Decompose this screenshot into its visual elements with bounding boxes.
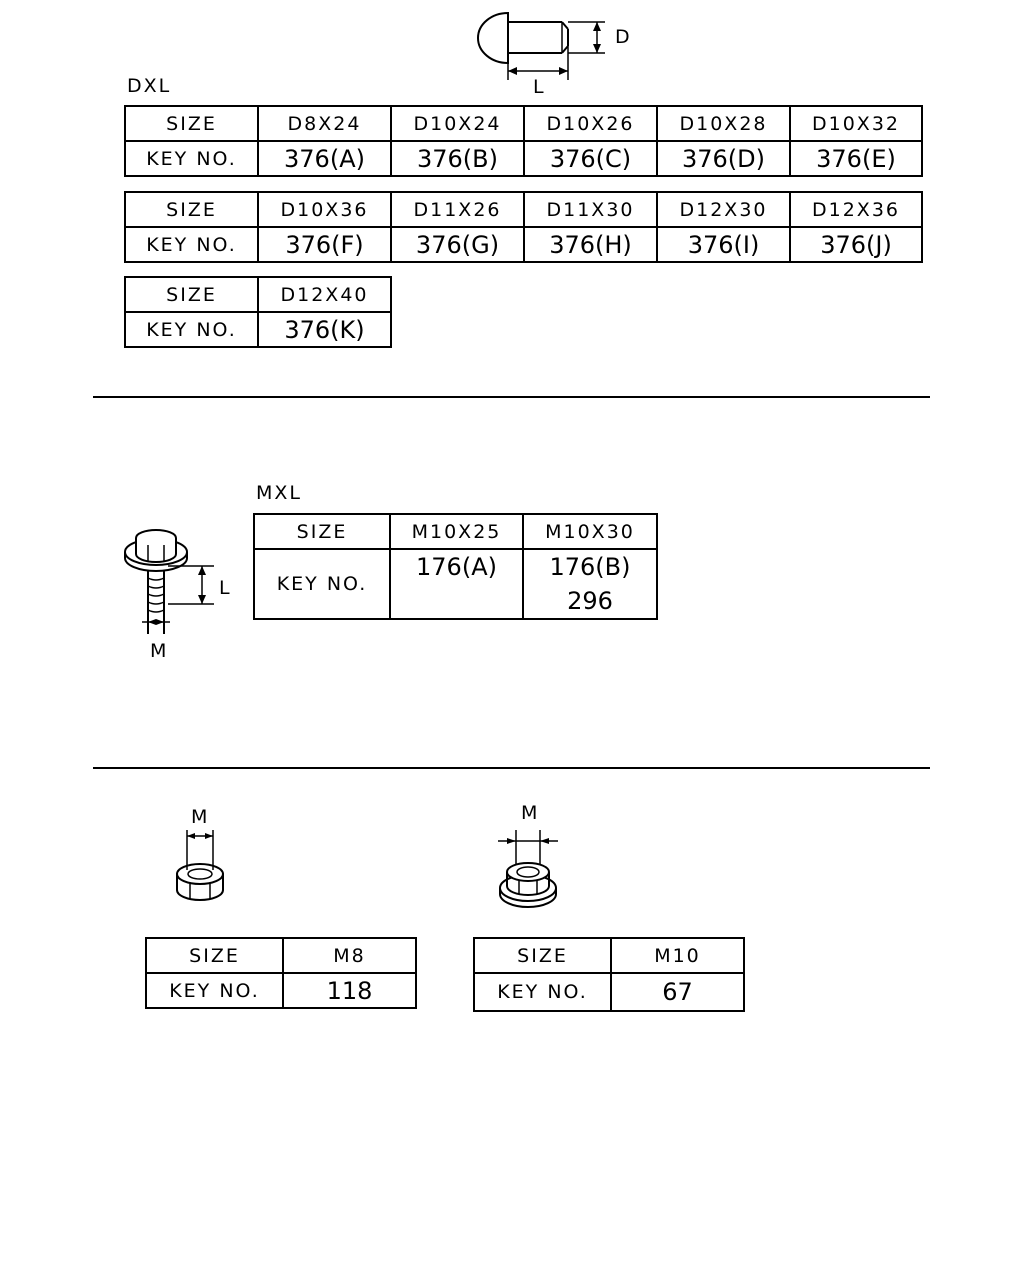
key-row-label: KEY NO. — [124, 226, 259, 263]
section-divider — [93, 396, 930, 398]
size-cell: D11X26 — [390, 191, 525, 228]
nut-m8-dim-m-label: M — [191, 806, 210, 828]
size-cell: D8X24 — [257, 105, 392, 142]
key-row-label: KEY NO. — [124, 140, 259, 177]
key-cell: 376(C) — [523, 140, 658, 177]
bolt-dim-m-label: M — [150, 640, 169, 662]
dxl-table-3: SIZE D12X40 KEY NO. 376(K) — [124, 276, 392, 348]
key-row-label: KEY NO. — [253, 548, 391, 620]
key-value: 176(B) — [549, 553, 631, 581]
key-cell: 67 — [610, 972, 745, 1012]
size-cell: D11X30 — [523, 191, 658, 228]
hex-nut-drawing — [176, 830, 224, 901]
pin-dim-d-label: D — [615, 26, 632, 48]
key-cell: 176(A) — [389, 548, 524, 620]
mxl-table: SIZE M10X25 M10X30 KEY NO. 176(A) 176(B)… — [253, 513, 658, 620]
size-cell: D12X40 — [257, 276, 392, 313]
nut-m10-dim-m-label: M — [521, 802, 540, 824]
key-value: 176(A) — [416, 553, 497, 581]
dxl-table-2: SIZE D10X36 D11X26 D11X30 D12X30 D12X36 … — [124, 191, 923, 263]
size-row-label: SIZE — [124, 105, 259, 142]
size-cell: D12X30 — [656, 191, 791, 228]
size-cell: M10X30 — [522, 513, 658, 550]
section-divider — [93, 767, 930, 769]
size-cell: M10X25 — [389, 513, 524, 550]
flange-bolt-drawing — [124, 529, 214, 634]
bolt-dim-l-label: L — [219, 577, 232, 599]
nut-m10-table: SIZE M10 KEY NO. 67 — [473, 937, 745, 1012]
mxl-title: MXL — [256, 482, 302, 504]
size-row-label: SIZE — [473, 937, 612, 974]
key-cell: 376(D) — [656, 140, 791, 177]
dxl-table-1: SIZE D8X24 D10X24 D10X26 D10X28 D10X32 K… — [124, 105, 923, 177]
size-cell: M10 — [610, 937, 745, 974]
pin-dim-l-label: L — [533, 76, 546, 98]
key-cell: 376(I) — [656, 226, 791, 263]
key-cell: 376(E) — [789, 140, 923, 177]
size-cell: D10X26 — [523, 105, 658, 142]
size-cell: D10X28 — [656, 105, 791, 142]
key-cell: 376(K) — [257, 311, 392, 348]
key-row-label: KEY NO. — [473, 972, 612, 1012]
key-row-label: KEY NO. — [124, 311, 259, 348]
key-cell: 176(B) 296 — [522, 548, 658, 620]
size-cell: M8 — [282, 937, 417, 974]
size-cell: D12X36 — [789, 191, 923, 228]
dxl-title: DXL — [127, 75, 172, 97]
size-row-label: SIZE — [145, 937, 284, 974]
size-row-label: SIZE — [124, 191, 259, 228]
size-row-label: SIZE — [124, 276, 259, 313]
key-cell: 118 — [282, 972, 417, 1009]
key-cell: 376(B) — [390, 140, 525, 177]
key-cell: 376(H) — [523, 226, 658, 263]
flange-nut-drawing — [498, 830, 558, 908]
key-cell: 376(J) — [789, 226, 923, 263]
size-row-label: SIZE — [253, 513, 391, 550]
key-row-label: KEY NO. — [145, 972, 284, 1009]
key-value: 296 — [567, 587, 613, 615]
size-cell: D10X32 — [789, 105, 923, 142]
nut-m8-table: SIZE M8 KEY NO. 118 — [145, 937, 417, 1009]
pin-drawing — [477, 11, 605, 80]
key-cell: 376(G) — [390, 226, 525, 263]
size-cell: D10X24 — [390, 105, 525, 142]
key-cell: 376(F) — [257, 226, 392, 263]
key-cell: 376(A) — [257, 140, 392, 177]
size-cell: D10X36 — [257, 191, 392, 228]
